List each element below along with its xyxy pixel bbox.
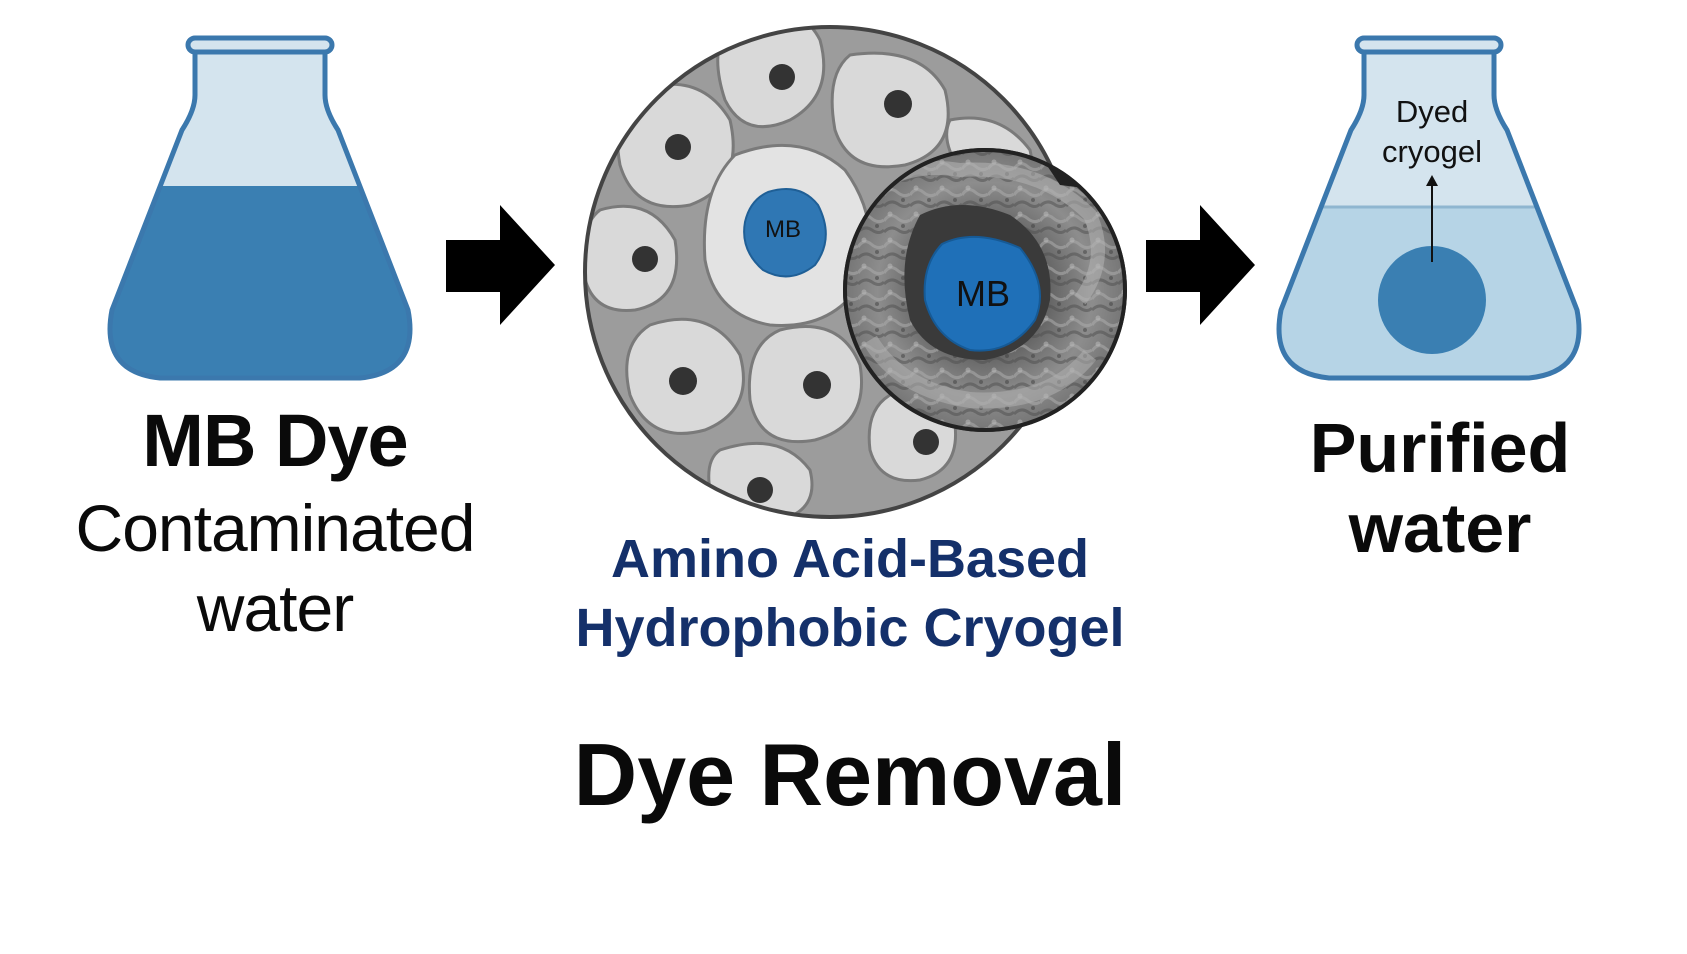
diagram-title: Dye Removal	[573, 725, 1127, 824]
left-panel-subtitle-line1: Contaminated	[75, 491, 476, 565]
contaminated-water-fill	[110, 186, 410, 378]
right-flask-icon	[1276, 35, 1582, 381]
dyed-cryogel-ball	[1378, 246, 1486, 354]
left-flask-icon	[107, 35, 413, 381]
right-panel-title-line1: Purified	[1309, 409, 1571, 487]
magnifier-zoom-icon	[843, 148, 1127, 432]
left-panel-subtitle-line2: water	[196, 571, 354, 645]
right-arrow-icon	[1146, 205, 1255, 325]
dyed-cryogel-annotation-line1: Dyed	[1396, 94, 1468, 129]
left-panel-title: MB Dye	[142, 399, 408, 482]
cell-mb-label: MB	[765, 216, 801, 243]
right-arrow-icon	[446, 205, 555, 325]
dyed-cryogel-annotation-line2: cryogel	[1382, 134, 1482, 169]
zoom-mb-label: MB	[956, 273, 1010, 314]
cryogel-caption-line2: Hydrophobic Cryogel	[575, 598, 1125, 658]
right-panel-title-line2: water	[1348, 489, 1532, 567]
cryogel-caption-line1: Amino Acid-Based	[610, 529, 1090, 589]
